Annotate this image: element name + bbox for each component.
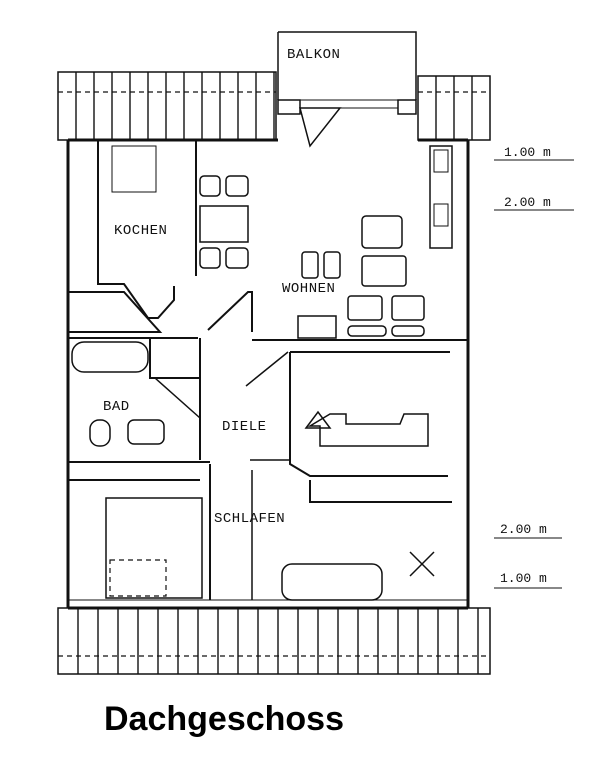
room-label-balkon: BALKON [287,47,340,63]
dimension-label-bottom-2: 2.00 m [500,522,547,537]
roof-hatching [75,72,479,674]
outer-walls [66,138,470,610]
bedroom-furniture [105,497,435,601]
dimension-label-top-2: 2.00 m [504,195,551,210]
room-label-wohnen: WOHNEN [282,281,335,297]
interior-walls [68,140,468,600]
room-label-bad: BAD [103,399,130,415]
dimension-label-bottom-1: 1.00 m [500,571,547,586]
bath-fixtures [71,341,165,447]
room-label-kochen: KOCHEN [114,223,167,239]
roof-slope-bottom [57,607,491,675]
room-label-schlafen: SCHLAFEN [214,511,285,527]
living-furniture [297,145,453,339]
balcony-door [277,99,417,148]
dimension-markers [494,159,574,589]
plan-caption: Dachgeschoss [104,700,344,738]
dimension-label-top-1: 1.00 m [504,145,551,160]
balcony [277,31,417,101]
kitchen-furniture [111,145,249,269]
hall-cabinet [304,410,429,447]
room-label-diele: DIELE [222,419,267,435]
